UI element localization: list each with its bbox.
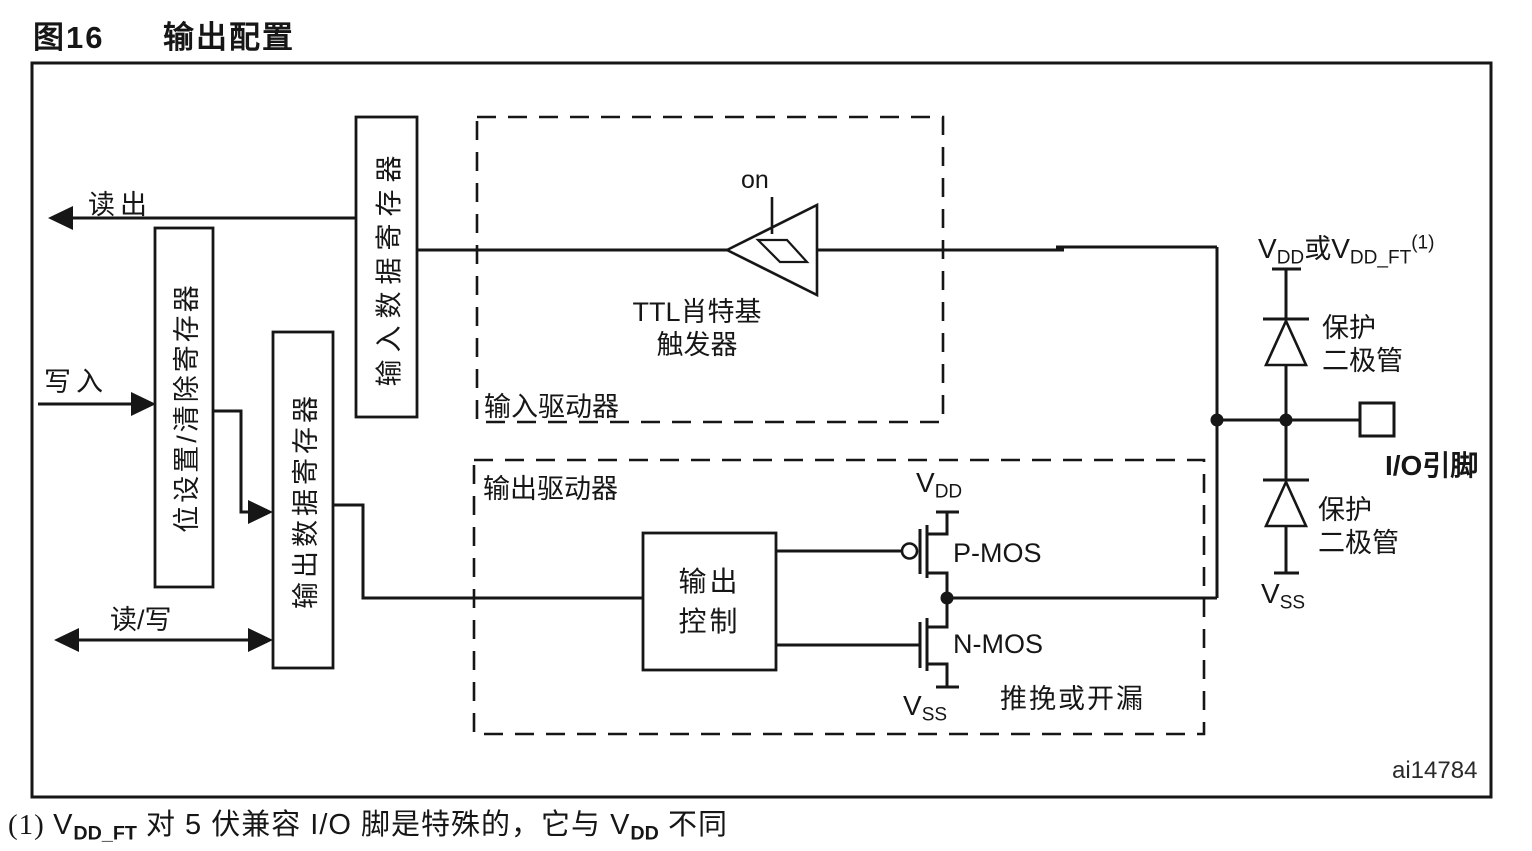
pad-vdd-label: VDD或VDD_FT(1): [1258, 232, 1435, 269]
schmitt-on-label: on: [741, 166, 769, 194]
io-pin-label: I/O引脚: [1385, 450, 1479, 481]
trunk-junction-dot: [1210, 413, 1224, 427]
bitset-to-outputreg-arrow: [213, 409, 273, 524]
vss-label: VSS: [903, 690, 948, 726]
output-control-label: 输出 控制: [678, 566, 741, 637]
input-data-register: 输入数据寄存器: [356, 117, 417, 417]
output-data-register-box: [271, 330, 335, 670]
nmos-symbol: [776, 598, 959, 689]
write-label: 写入: [44, 367, 108, 397]
figure-title: 输出配置: [163, 20, 295, 55]
bit-set-clear-register-box: [153, 226, 215, 589]
nmos-label: N-MOS: [953, 629, 1043, 659]
figure-number: 图16: [33, 20, 105, 55]
read-write-label: 读/写: [110, 605, 172, 635]
write-arrow: [38, 392, 156, 416]
pad-vss-label: VSS: [1261, 578, 1306, 614]
pmos-gate-bubble: [900, 542, 919, 560]
output-data-register-label: 输出数据寄存器: [290, 391, 321, 609]
pmos-symbol: [776, 510, 959, 598]
output-control-box: [641, 531, 778, 672]
push-pull-label: 推挽或开漏: [1000, 684, 1145, 714]
protection-diode-top-symbol: [1263, 267, 1309, 420]
input-driver-label: 输入驱动器: [484, 392, 619, 422]
protection-diode-bottom-label: 保护 二极管: [1318, 495, 1399, 558]
pushpull-junction-dot: [940, 591, 954, 605]
read-out-label: 读出: [88, 190, 152, 220]
footnote: (1) VDD_FT 对 5 伏兼容 I/O 脚是特殊的，它与 VDD 不同: [8, 809, 728, 845]
footnote-ref-marker: (1): [1411, 232, 1435, 254]
pmos-label: P-MOS: [953, 538, 1042, 568]
outputreg-to-control-wire: [333, 503, 643, 600]
schmitt-trigger-label: TTL肖特基 触发器: [632, 297, 762, 360]
io-pad-square: [1358, 401, 1396, 438]
bit-set-clear-register-label: 位设置/清除寄存器: [171, 282, 202, 533]
output-driver-label: 输出驱动器: [483, 474, 618, 504]
read-write-arrow: [54, 628, 273, 652]
input-driver-dashed-box: [475, 115, 945, 424]
output-data-register: 输出数据寄存器: [273, 332, 333, 668]
figure-frame: [30, 61, 1493, 799]
protection-diode-top-label: 保护 二极管: [1322, 313, 1403, 376]
image-reference-code: ai14784: [1392, 757, 1478, 784]
protection-diode-bottom-symbol: [1263, 420, 1309, 575]
input-data-register-box: [354, 115, 419, 419]
bit-set-clear-register: 位设置/清除寄存器: [155, 228, 213, 587]
vdd-label: VDD: [916, 467, 963, 503]
read-out-arrow: [48, 206, 356, 230]
schmitt-trigger-symbol: [724, 197, 819, 298]
input-data-register-label: 输入数据寄存器: [374, 148, 404, 386]
